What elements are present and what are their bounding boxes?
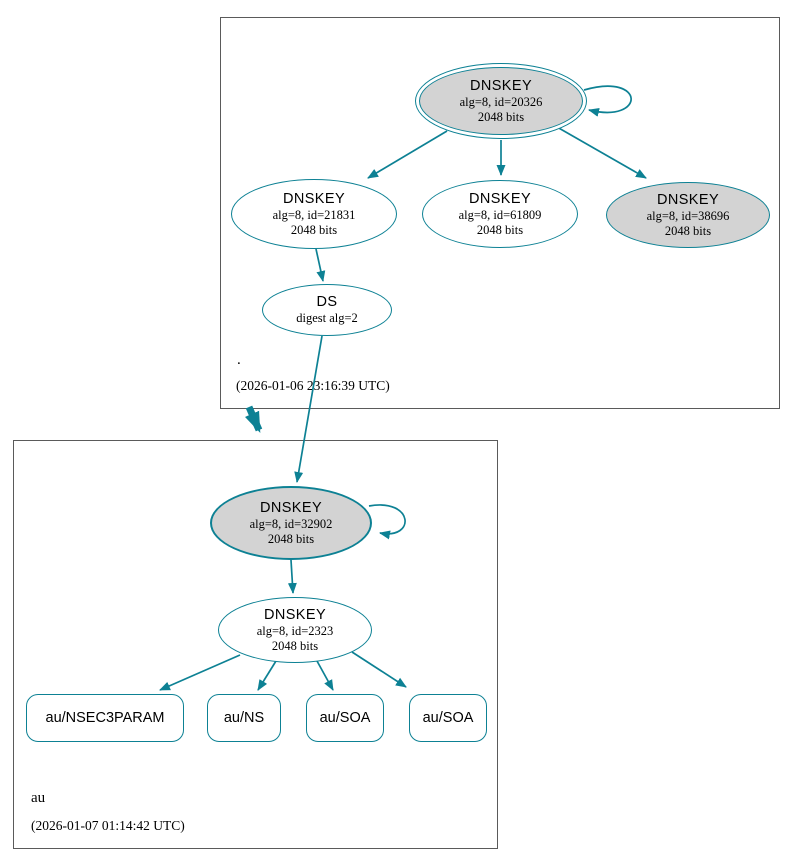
node-title: DNSKEY	[469, 77, 533, 94]
node-bits: 2048 bits	[267, 531, 315, 546]
zone-name-root: .	[237, 352, 241, 368]
rrset-node-au-ns[interactable]: au/NS	[207, 694, 281, 742]
node-detail: alg=8, id=21831	[272, 207, 356, 222]
edge-delegation-root-au	[244, 405, 263, 434]
node-detail: alg=8, id=20326	[459, 94, 543, 109]
node-title: DNSKEY	[259, 499, 323, 516]
zone-timestamp-root: (2026-01-06 23:16:39 UTC)	[236, 378, 390, 393]
node-detail: alg=8, id=38696	[646, 208, 730, 223]
zone-name-au: au	[31, 790, 46, 806]
dnskey-node-21831[interactable]: DNSKEY alg=8, id=21831 2048 bits	[231, 179, 397, 249]
zone-box-au	[13, 440, 498, 849]
node-bits: 2048 bits	[290, 222, 338, 237]
node-title: DNSKEY	[468, 190, 532, 207]
ds-node[interactable]: DS digest alg=2	[262, 284, 392, 336]
rrset-label: au/NSEC3PARAM	[45, 710, 165, 726]
node-detail: digest alg=2	[296, 311, 358, 325]
node-title: DNSKEY	[282, 190, 346, 207]
node-title: DS	[316, 294, 338, 310]
node-detail: alg=8, id=2323	[256, 623, 334, 638]
node-title: DNSKEY	[263, 606, 327, 623]
rrset-label: au/NS	[223, 710, 265, 726]
dnskey-node-38696[interactable]: DNSKEY alg=8, id=38696 2048 bits	[606, 182, 770, 248]
rrset-node-au-soa-2[interactable]: au/SOA	[409, 694, 487, 742]
node-bits: 2048 bits	[271, 638, 319, 653]
node-bits: 2048 bits	[476, 222, 524, 237]
rrset-label: au/SOA	[422, 710, 474, 726]
node-bits: 2048 bits	[477, 109, 525, 124]
dnskey-node-2323[interactable]: DNSKEY alg=8, id=2323 2048 bits	[218, 597, 372, 663]
zone-timestamp-au: (2026-01-07 01:14:42 UTC)	[31, 818, 185, 833]
dnskey-node-32902[interactable]: DNSKEY alg=8, id=32902 2048 bits	[210, 486, 372, 560]
zone-box-root	[220, 17, 780, 409]
node-title: DNSKEY	[656, 191, 720, 208]
dnskey-node-61809[interactable]: DNSKEY alg=8, id=61809 2048 bits	[422, 180, 578, 248]
node-bits: 2048 bits	[664, 223, 712, 238]
node-detail: alg=8, id=32902	[249, 516, 333, 531]
rrset-node-au-soa-1[interactable]: au/SOA	[306, 694, 384, 742]
dnskey-node-20326[interactable]: DNSKEY alg=8, id=20326 2048 bits	[415, 63, 587, 139]
node-detail: alg=8, id=61809	[458, 207, 542, 222]
rrset-label: au/SOA	[319, 710, 371, 726]
rrset-node-au-nsec3param[interactable]: au/NSEC3PARAM	[26, 694, 184, 742]
